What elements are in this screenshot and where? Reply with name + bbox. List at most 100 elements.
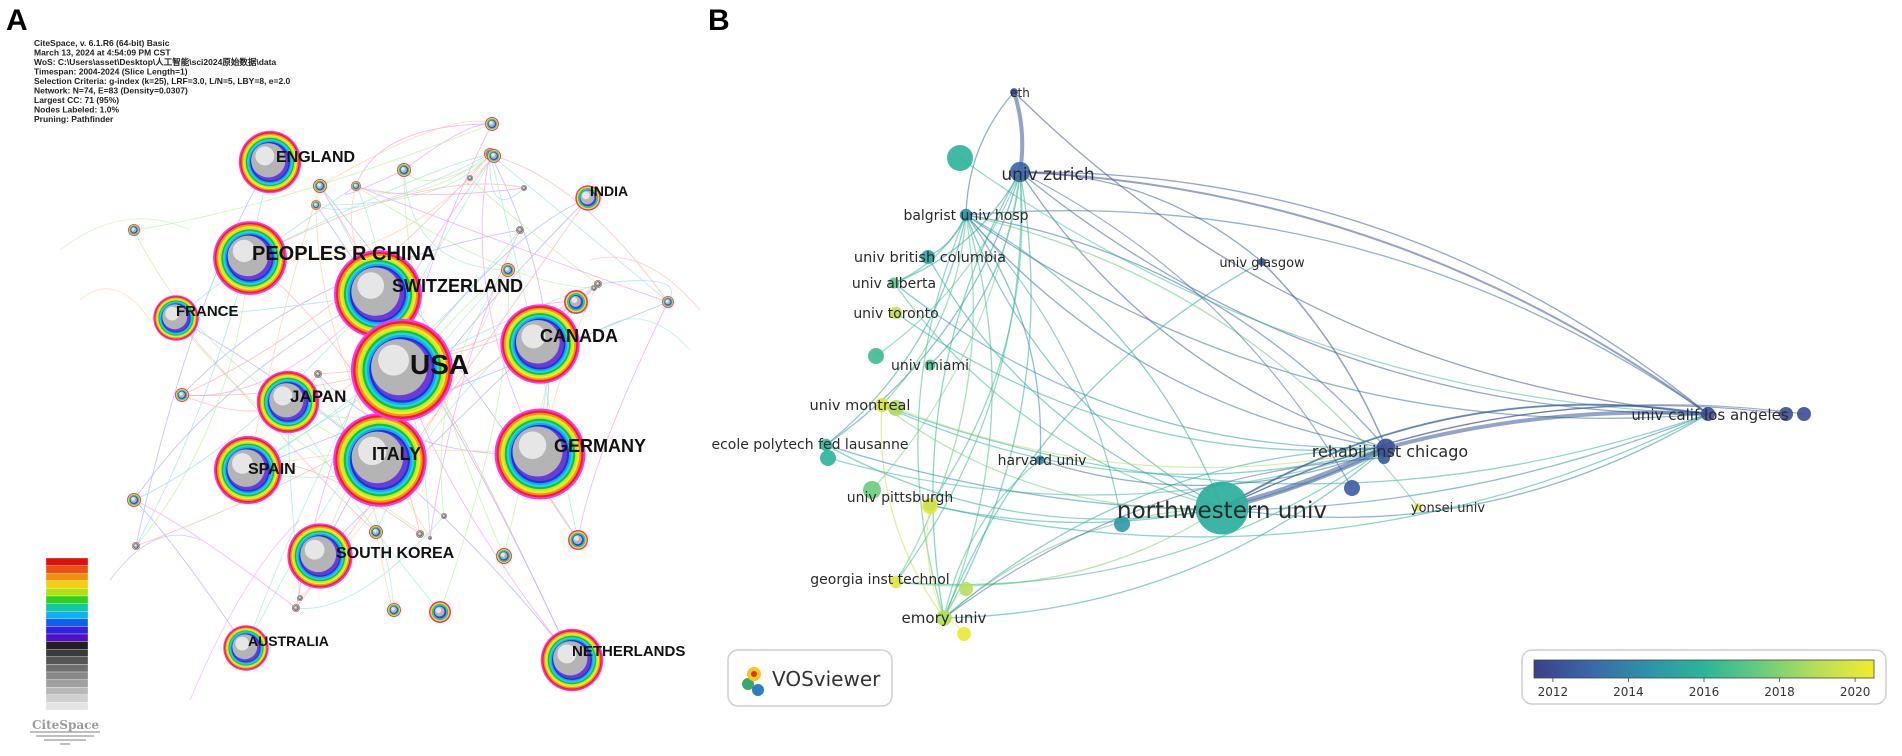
citespace-minor-nodes: [127, 117, 674, 623]
ring-core-highlight: [131, 497, 135, 501]
vos-link: [1019, 171, 1709, 415]
ring-core-highlight: [273, 386, 293, 406]
institution-label: univ calif los angeles: [1631, 406, 1788, 424]
vos-link: [895, 507, 1223, 587]
citespace-minor-node: [292, 604, 300, 612]
citespace-link: [597, 280, 672, 303]
vos-node-univ-calif-los-angeles: [1700, 406, 1716, 422]
country-node-australia: [223, 625, 269, 671]
citespace-minor-node: [441, 513, 447, 519]
colorbar-swatch: [45, 679, 89, 688]
vos-link: [929, 171, 1023, 506]
metadata-line: Largest CC: 71 (95%): [34, 95, 119, 105]
citespace-minor-node: [487, 149, 501, 163]
country-label: FRANCE: [176, 303, 239, 320]
institution-label: univ toronto: [853, 306, 938, 322]
ring-core-highlight: [582, 191, 590, 200]
citespace-country-labels: USAITALYSWITZERLANDGERMANYCANADAPEOPLES …: [176, 149, 685, 660]
legend-tick-label: 2012: [1538, 685, 1569, 699]
metadata-line: WoS: C:\Users\asset\Desktop\人工智能\sci2024…: [34, 57, 276, 67]
citespace-minor-node: [568, 530, 588, 550]
institution-label: yonsei univ: [1411, 501, 1485, 516]
vos-node-northwestern-univ: [1195, 481, 1249, 535]
vos-link: [1013, 91, 1709, 415]
vos-node-univ-montreal: [874, 397, 890, 413]
citespace-logo: CiteSpace: [30, 718, 100, 745]
citespace-minor-node: [313, 179, 327, 193]
citespace-link: [355, 185, 525, 196]
citespace-minor-node: [387, 603, 401, 617]
country-label: ENGLAND: [276, 149, 355, 166]
vos-node-univ-zurich: [1009, 161, 1031, 183]
citespace-minor-node: [467, 175, 473, 181]
citespace-link: [133, 293, 379, 501]
vos-link: [943, 214, 993, 619]
vosviewer-logo-box: VOSviewer: [727, 649, 893, 707]
institution-label: univ pittsburgh: [847, 490, 953, 506]
ring-core-highlight: [665, 299, 669, 303]
citespace-link: [355, 153, 491, 194]
citespace-link: [133, 229, 381, 461]
vos-link-strong: [1261, 261, 1387, 449]
vos-link: [1019, 171, 1353, 489]
ring-core-highlight: [304, 539, 325, 560]
vos-minor-node: [820, 450, 836, 466]
citespace-link: [489, 153, 525, 200]
colorbar-swatch: [45, 565, 89, 574]
vos-link: [881, 404, 1387, 476]
vos-link: [895, 214, 974, 583]
colorbar-swatch: [45, 664, 89, 673]
vos-link: [893, 171, 1021, 284]
vos-link: [959, 157, 1709, 415]
vos-node-univ-pittsburgh: [923, 498, 937, 512]
country-node-india: [575, 185, 601, 211]
ring-core-highlight: [354, 183, 357, 187]
vos-node-georgia-inst-technol: [889, 575, 903, 589]
ring-core-highlight: [235, 636, 250, 651]
metadata-line: Pruning: Pathfinder: [34, 114, 114, 124]
vos-link: [943, 447, 1387, 619]
metadata-line: Nodes Labeled: 1.0%: [34, 105, 119, 115]
country-label: ITALY: [372, 444, 421, 464]
colorbar-swatch: [45, 641, 89, 650]
citespace-link: [577, 301, 669, 541]
citespace-link: [189, 519, 301, 701]
country-label: SOUTH KOREA: [336, 545, 455, 562]
ring-core-highlight: [505, 267, 509, 271]
vos-link: [827, 447, 1387, 496]
citespace-link: [599, 318, 691, 351]
ring-core-highlight: [255, 146, 275, 166]
institution-label: univ alberta: [852, 276, 936, 292]
citespace-link: [135, 161, 271, 547]
vos-link-strong: [1019, 171, 1709, 415]
metadata-line: Network: N=74, E=83 (Density=0.0307): [34, 86, 188, 96]
vos-link: [943, 171, 1032, 619]
vos-minor-node: [957, 627, 971, 641]
vos-link: [895, 312, 1387, 452]
country-label: CANADA: [540, 326, 618, 346]
citespace-link: [439, 269, 510, 613]
ring-core-highlight: [391, 607, 395, 611]
country-label: INDIA: [590, 183, 628, 199]
vos-link: [893, 282, 1387, 449]
vos-link: [965, 210, 1709, 415]
institution-label: eth: [1010, 86, 1030, 100]
country-label: USA: [410, 349, 469, 380]
citespace-minor-node: [429, 601, 451, 623]
citespace-link: [135, 257, 251, 547]
vos-nodes: [819, 88, 1811, 641]
ring-core-highlight: [165, 306, 180, 321]
institution-label: univ british columbia: [854, 250, 1006, 266]
institution-label: harvard univ: [998, 453, 1087, 469]
ring-core-highlight: [378, 344, 410, 376]
citespace-minor-node: [516, 226, 524, 234]
vos-link: [871, 171, 1021, 491]
citespace-link: [319, 120, 493, 187]
colorbar-swatch: [45, 702, 89, 711]
citespace-minor-node: [297, 595, 303, 601]
ring-core-highlight: [429, 537, 431, 539]
legend-tick-label: 2020: [1840, 685, 1871, 699]
citespace-link: [403, 123, 493, 171]
